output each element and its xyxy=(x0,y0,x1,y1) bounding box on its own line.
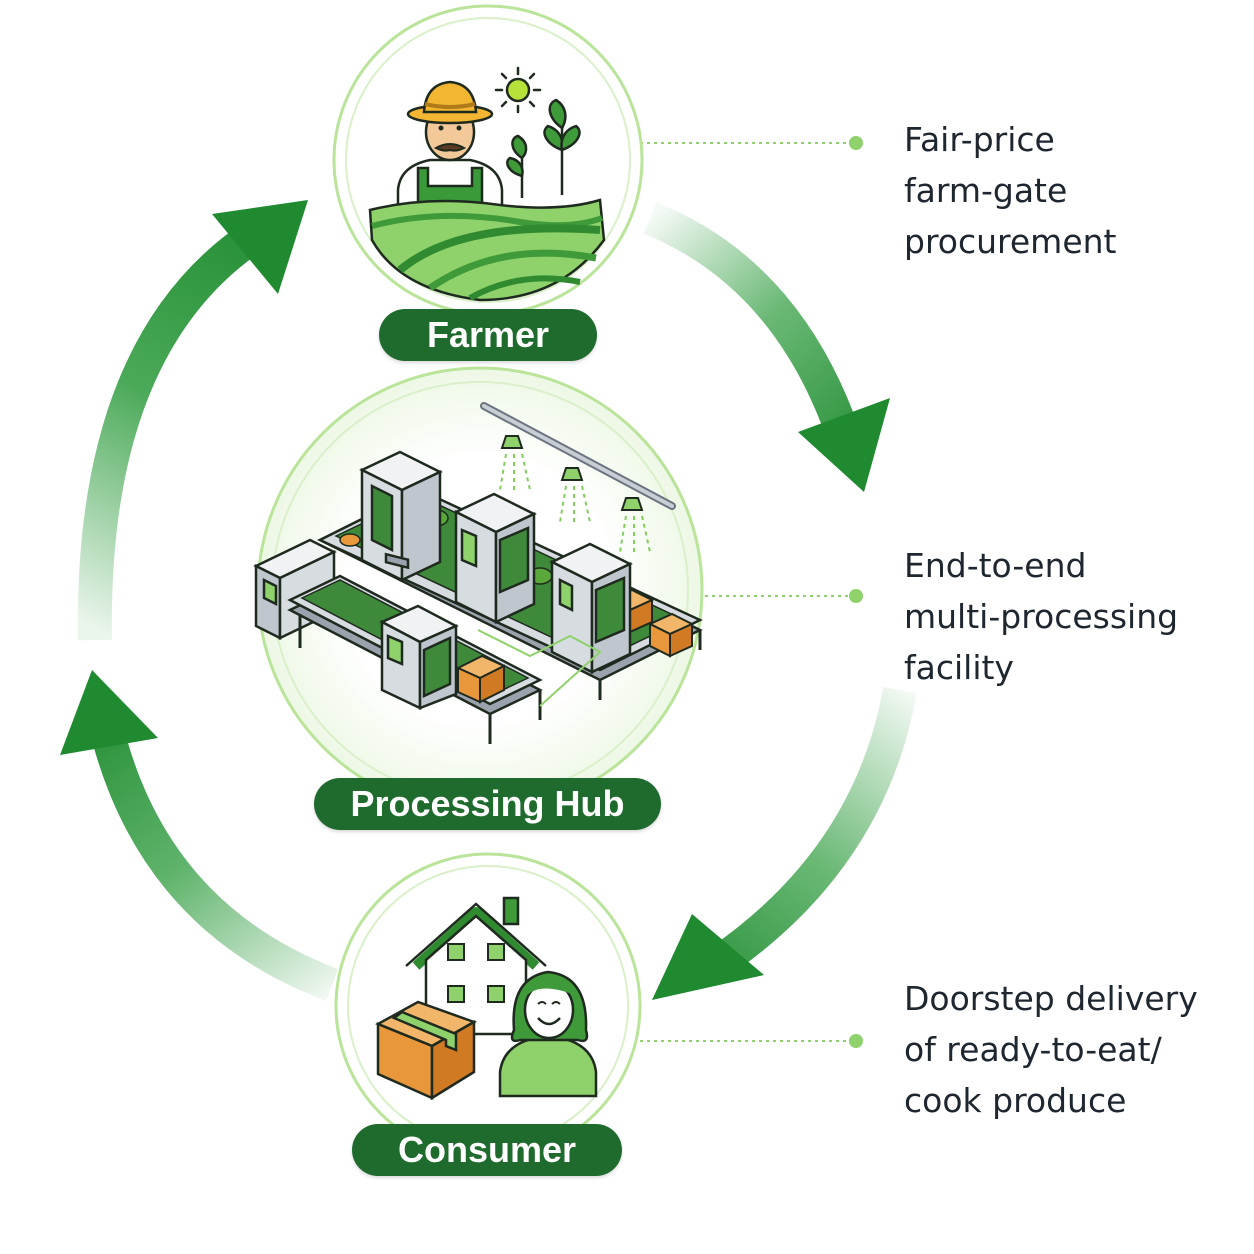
connector-farmer xyxy=(640,136,863,150)
home-delivery-icon xyxy=(375,896,598,1101)
processing-line-icon xyxy=(253,402,703,744)
arrow-hub-to-consumer xyxy=(652,687,917,1000)
farmer-node xyxy=(332,4,644,316)
consumer-description-line: of ready-to-eat/ xyxy=(904,1030,1162,1069)
farmer-description-line: Fair-price xyxy=(904,120,1055,159)
connector-hub xyxy=(705,589,863,603)
farmer-label: Farmer xyxy=(379,309,597,361)
processing-hub-description-line: facility xyxy=(904,648,1014,687)
processing-hub-label: Processing Hub xyxy=(314,778,661,830)
arrow-farmer-to-hub xyxy=(643,202,890,492)
processing-hub-description: End-to-end multi-processing facility xyxy=(904,540,1178,693)
processing-hub-description-line: multi-processing xyxy=(904,597,1179,636)
processing-hub-description-line: End-to-end xyxy=(904,546,1087,585)
farmer-icon xyxy=(368,66,606,302)
consumer-description-line: Doorstep delivery xyxy=(904,979,1198,1018)
consumer-label: Consumer xyxy=(352,1124,622,1176)
consumer-description-line: cook produce xyxy=(904,1081,1127,1120)
farmer-description: Fair-price farm-gate procurement xyxy=(904,114,1117,267)
connector-consumer xyxy=(640,1034,863,1048)
consumer-description: Doorstep delivery of ready-to-eat/ cook … xyxy=(904,973,1198,1126)
consumer-node xyxy=(334,852,642,1160)
processing-hub-node xyxy=(253,366,704,814)
arrow-hub-to-farmer xyxy=(77,200,308,641)
farmer-description-line: farm-gate xyxy=(904,171,1068,210)
farmer-description-line: procurement xyxy=(904,222,1117,261)
arrow-consumer-to-hub xyxy=(60,670,339,1001)
